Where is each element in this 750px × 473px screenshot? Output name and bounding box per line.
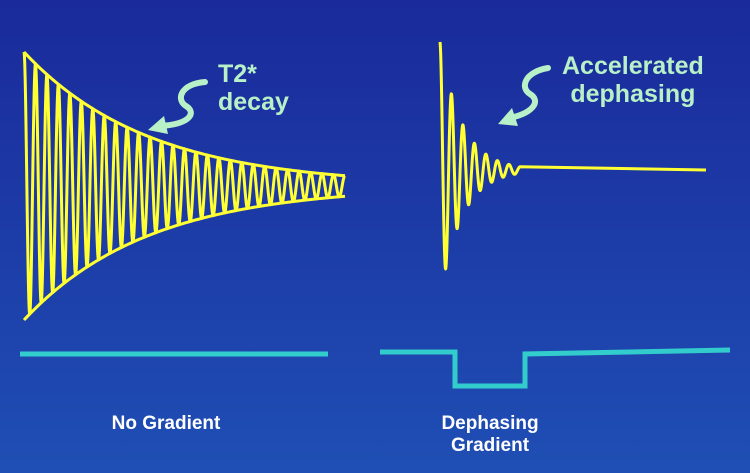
annotation-line: dephasing	[570, 80, 696, 108]
fid-signal-dephasing	[438, 41, 707, 271]
label-line: Gradient	[450, 435, 530, 456]
decay-envelope-bottom	[22, 194, 346, 322]
label-line: Dephasing	[441, 413, 539, 434]
annotation-line: T2*	[218, 60, 257, 88]
label-no-gradient: No Gradient	[96, 413, 236, 435]
curved-arrow-icon	[498, 65, 551, 126]
annotation-line: Accelerated	[562, 52, 704, 80]
annotation-line: decay	[218, 88, 289, 116]
gradient-line-dephasing	[380, 347, 731, 389]
curved-arrow-icon	[148, 79, 208, 134]
annotation-accelerated-dephasing: Accelerated dephasing	[562, 52, 704, 108]
label-dephasing-gradient: Dephasing Gradient	[420, 413, 560, 457]
decay-envelope-top	[22, 50, 346, 178]
annotation-t2-decay: T2* decay	[218, 60, 289, 116]
label-text: No Gradient	[111, 413, 221, 434]
